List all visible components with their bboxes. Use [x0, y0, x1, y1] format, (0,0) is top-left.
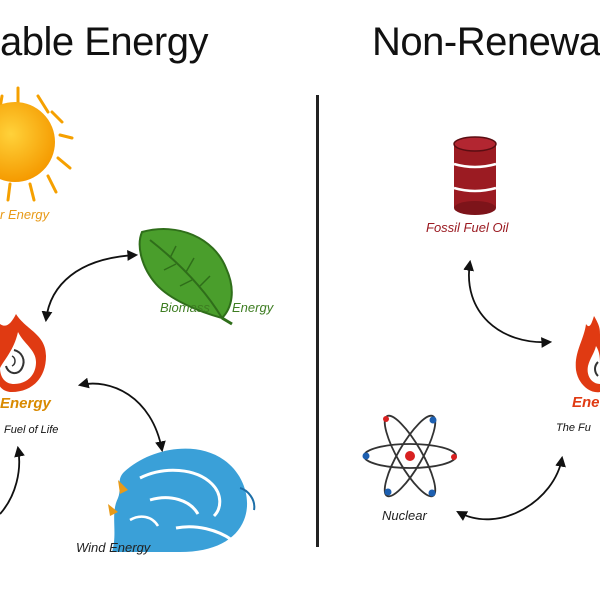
center-divider [316, 95, 319, 547]
fire-energy-label: Energy [0, 395, 51, 412]
arrow-fire-to-wave [77, 377, 166, 453]
fire-icon-right [575, 316, 600, 393]
arrow-fire-bottom [0, 445, 25, 515]
fire-energy-label-right: Ene [572, 394, 600, 411]
fuel-of-life-label: Fuel of Life [4, 424, 59, 436]
leaf-icon [138, 228, 233, 326]
biomass-label: Biomass [160, 300, 210, 315]
atom-icon [362, 414, 457, 498]
arrow-oil-to-fire [463, 259, 553, 348]
arrow-nuclear-to-fire [456, 455, 566, 521]
arrow-fire-to-leaf [41, 250, 139, 323]
wind-energy-label: Wind Energy [76, 540, 151, 555]
fuel-label-right: The Fu [556, 422, 591, 434]
solar-energy-label: r Energy [0, 207, 50, 222]
sun-icon [0, 86, 74, 202]
fire-icon [0, 314, 46, 392]
biomass-energy-label: Energy [232, 300, 274, 315]
fossil-fuel-oil-label: Fossil Fuel Oil [426, 220, 509, 235]
renewable-heading: able Energy [0, 20, 208, 64]
non-renewable-heading: Non-Renewa [372, 20, 600, 64]
nuclear-label: Nuclear [382, 508, 427, 523]
oil-barrel-icon [453, 136, 497, 215]
wind-wave-icon [108, 448, 256, 552]
